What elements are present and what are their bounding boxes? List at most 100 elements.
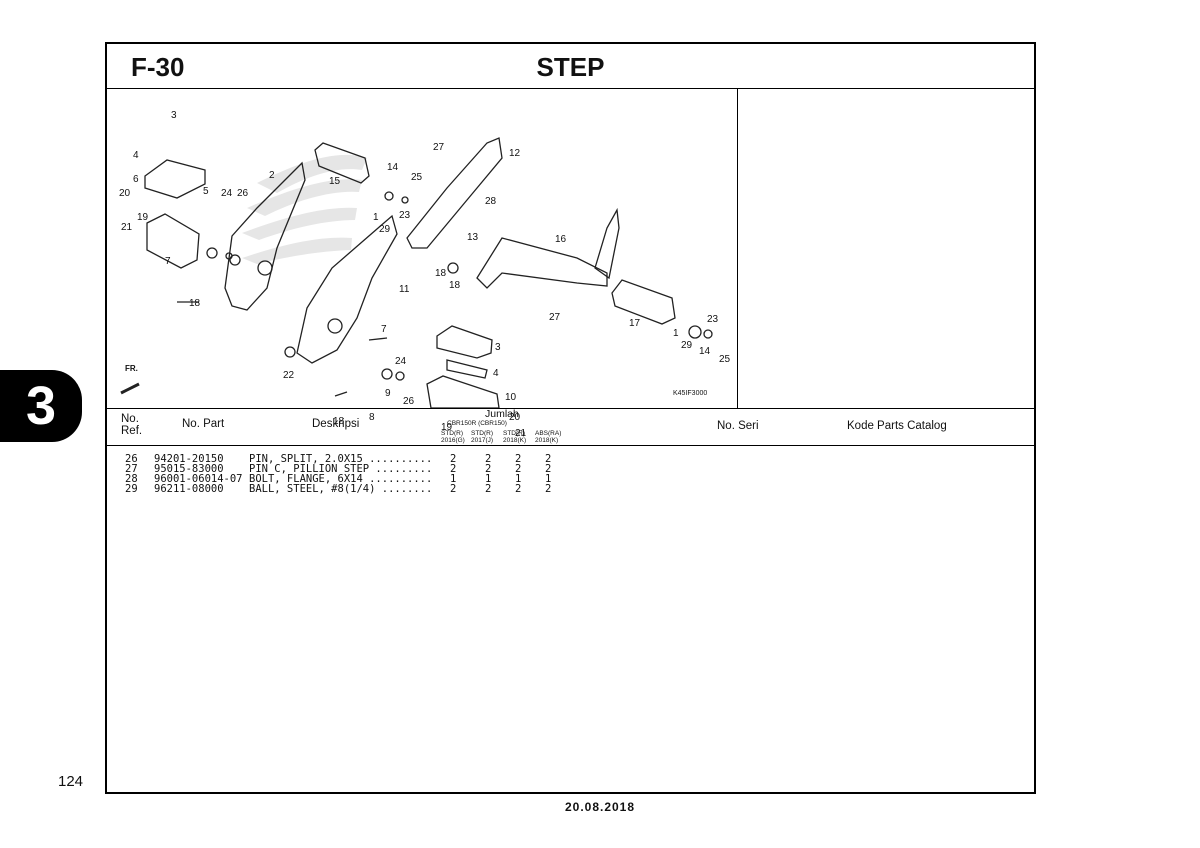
callout-2: 2 — [269, 170, 275, 181]
callout-11: 11 — [399, 284, 410, 295]
callout-25b: 25 — [719, 354, 731, 365]
callout-10: 10 — [505, 392, 517, 403]
callout-7b: 7 — [381, 324, 387, 335]
callout-8: 8 — [369, 412, 375, 423]
cell-qty: 2 — [450, 463, 457, 475]
callout-5: 5 — [203, 186, 209, 197]
header-kode: Kode Parts Catalog — [847, 420, 947, 432]
callout-14b: 14 — [699, 346, 711, 357]
cell-qty: 2 — [515, 453, 522, 465]
figure-code: F-30 — [131, 52, 185, 82]
callout-18: 18 — [189, 298, 201, 309]
part-arm-12 — [406, 137, 503, 249]
page-number: 124 — [58, 773, 84, 790]
callout-27b: 27 — [549, 312, 561, 323]
cell-qty: 2 — [450, 483, 457, 495]
callout-26: 26 — [237, 188, 249, 199]
header-bar: F-30 STEP — [107, 44, 1034, 89]
callout-4: 4 — [133, 150, 139, 161]
part-peg-3b — [436, 325, 493, 359]
part-bracket-left — [224, 161, 306, 311]
cell-part: 95015-83000 — [154, 463, 224, 475]
part-peg-10 — [426, 375, 500, 408]
cell-qty: 2 — [515, 463, 522, 475]
header-model: CBR150R (CBR150) — [447, 420, 507, 427]
cell-desc: PIN C, PILLION STEP ......... — [249, 463, 433, 475]
callout-27: 27 — [433, 142, 445, 153]
header-col-1a: STD(R) — [441, 430, 464, 437]
table-row: 29 96211-08000 BALL, STEEL, #8(1/4) ....… — [125, 483, 551, 495]
callout-22: 22 — [283, 370, 295, 381]
cell-desc: BALL, STEEL, #8(1/4) ........ — [249, 483, 433, 495]
callout-19b: 19 — [441, 422, 453, 433]
callout-15: 15 — [329, 176, 341, 187]
callout-21: 21 — [121, 222, 133, 233]
cell-ref: 29 — [125, 483, 138, 495]
footer-date: 20.08.2018 — [564, 800, 636, 814]
callout-18d: 18 — [333, 416, 345, 427]
cell-qty: 2 — [545, 463, 552, 475]
cell-qty: 2 — [545, 453, 552, 465]
callout-20b: 20 — [509, 412, 521, 423]
section-tab: 3 — [0, 370, 82, 442]
cell-part: 96211-08000 — [154, 483, 224, 495]
callout-17: 17 — [629, 318, 641, 329]
cell-qty: 1 — [485, 473, 492, 485]
header-no-ref: No. Ref. — [121, 413, 143, 437]
cell-qty: 1 — [545, 473, 552, 485]
header-col-3a: STD(R) — [503, 430, 526, 437]
callout-26b: 26 — [403, 396, 415, 407]
cell-part: 96001-06014-07 — [154, 473, 243, 485]
exploded-diagram: 3 4 6 20 5 24 26 19 21 2 7 18 15 14 25 1… — [107, 88, 738, 439]
callout-24b: 24 — [395, 356, 407, 367]
drawing-code: K45IF3000 — [673, 390, 708, 397]
header-no-seri: No. Seri — [717, 420, 759, 432]
callout-28: 28 — [485, 196, 497, 207]
callout-18c: 18 — [449, 280, 461, 291]
callout-3b: 3 — [495, 342, 501, 353]
callout-13: 13 — [467, 232, 479, 243]
callout-24: 24 — [221, 188, 233, 199]
cell-qty: 2 — [485, 483, 492, 495]
cell-qty: 2 — [485, 453, 492, 465]
part-footpeg-6 — [146, 213, 200, 269]
direction-label: FR. — [125, 364, 138, 373]
cell-desc: PIN, SPLIT, 2.0X15 .......... — [249, 453, 433, 465]
part-arm-16 — [476, 237, 608, 289]
diagram-drawing — [120, 137, 713, 408]
callout-14: 14 — [387, 162, 399, 173]
cell-qty: 1 — [450, 473, 457, 485]
header-col-4b: 2018(K) — [535, 437, 559, 444]
callout-12: 12 — [509, 148, 521, 159]
callout-21b: 21 — [515, 428, 527, 439]
cell-ref: 27 — [125, 463, 138, 475]
callout-23b: 23 — [707, 314, 719, 325]
cell-ref: 26 — [125, 453, 138, 465]
callout-1b: 1 — [673, 328, 679, 339]
cell-qty: 2 — [515, 483, 522, 495]
cell-qty: 1 — [515, 473, 522, 485]
callout-20: 20 — [119, 188, 131, 199]
parts-table: 26 94201-20150 PIN, SPLIT, 2.0X15 ......… — [125, 453, 551, 495]
part-footpeg-3 — [144, 159, 206, 199]
callout-3: 3 — [171, 110, 177, 121]
callout-29: 29 — [379, 224, 391, 235]
header-no-part: No. Part — [182, 418, 225, 430]
callout-7: 7 — [165, 256, 171, 267]
header-col-3b: 2018(K) — [503, 437, 527, 444]
callout-16: 16 — [555, 234, 567, 245]
table-row: 27 95015-83000 PIN C, PILLION STEP .....… — [125, 463, 551, 475]
table-header: No. Ref. No. Part Deskripsi Jumlah CBR15… — [107, 408, 1034, 446]
cell-qty: 2 — [485, 463, 492, 475]
cell-desc: BOLT, FLANGE, 6X14 .......... — [249, 473, 433, 485]
part-plate-4 — [446, 359, 488, 379]
part-peg-17 — [611, 279, 676, 325]
part-step-15 — [314, 142, 370, 184]
callout-6: 6 — [133, 174, 139, 185]
header-col-4a: ABS(RA) — [535, 430, 562, 437]
callout-1: 1 — [373, 212, 379, 223]
callout-4b: 4 — [493, 368, 499, 379]
cell-ref: 28 — [125, 473, 138, 485]
header-deskripsi: Deskripsi — [312, 418, 360, 430]
figure-title: STEP — [536, 52, 605, 82]
